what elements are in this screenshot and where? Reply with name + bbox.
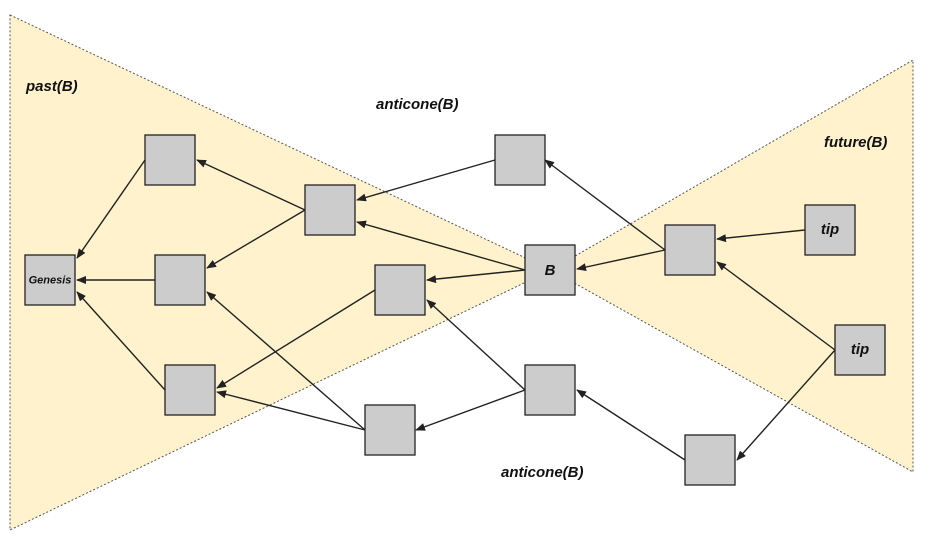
block [154,254,206,306]
edge [736,349,836,461]
edge [426,269,526,284]
block-b-label: B [545,262,556,279]
anticone-bottom-label: anticone(B) [501,464,584,481]
past-label: past(B) [25,78,78,95]
edge [196,159,306,211]
block [374,264,426,316]
anticone-top-label: anticone(B) [376,96,459,113]
edge [76,159,146,259]
edge [206,209,306,269]
edges [76,159,836,461]
future-cone [549,59,914,473]
tip-label: tip [851,341,869,358]
block [144,134,196,186]
edge [216,390,366,431]
edge [206,291,366,431]
edge [716,261,836,351]
block [494,134,546,186]
edge [576,249,666,272]
edge [76,291,166,391]
edge [356,220,526,271]
edge [356,159,496,202]
future-label: future(B) [824,134,887,151]
edge [716,229,806,243]
block-b: B [524,244,576,296]
tip-block: tip [834,324,886,376]
genesis-block: Genesis [24,254,76,306]
edge [576,389,686,461]
block [684,434,736,486]
edge [216,289,376,389]
block [364,404,416,456]
block [524,364,576,416]
tip-block: tip [804,204,856,256]
tip-label: tip [821,221,839,238]
edge [415,389,526,431]
block [164,364,216,416]
block [664,224,716,276]
past-cone [9,14,553,531]
block [304,184,356,236]
edge [426,299,526,391]
edge [544,159,666,251]
genesis-label: Genesis [29,275,72,287]
